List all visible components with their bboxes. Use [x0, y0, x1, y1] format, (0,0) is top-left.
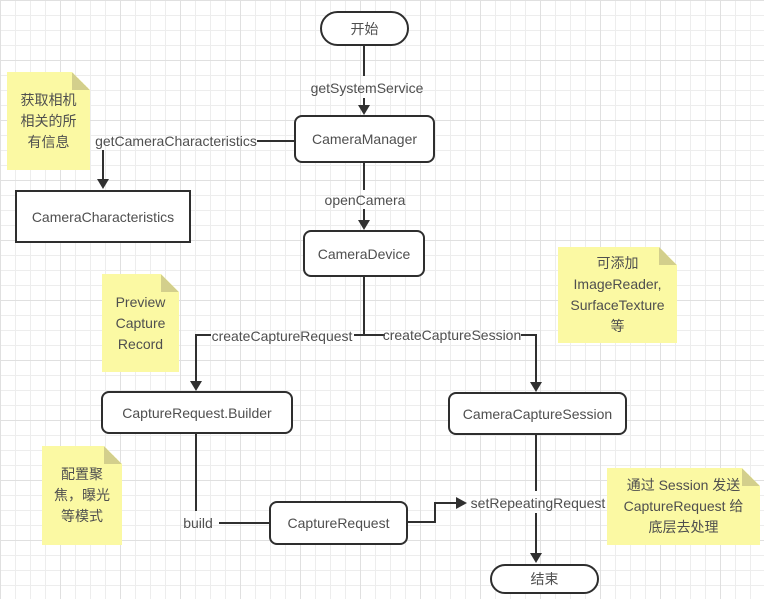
edge-label-create-capture-request: createCaptureRequest [211, 328, 353, 344]
connector-request-repeat-v [434, 502, 436, 523]
arrowhead-down-icon [97, 179, 109, 189]
edge-label-get-system-service: getSystemService [310, 80, 424, 96]
note-config-text: 配置聚 焦，曝光 等模式 [54, 466, 110, 524]
arrowhead-right-icon [456, 497, 467, 509]
note-fold-icon [659, 247, 677, 265]
connector-manager-characteristics-v [102, 150, 104, 180]
edge-label-set-repeating-request: setRepeatingRequest [470, 495, 606, 511]
connector-builder-build-v [195, 434, 197, 511]
edge-label-build: build [183, 515, 213, 531]
arrowhead-down-icon [358, 220, 370, 230]
node-capture-request[interactable]: CaptureRequest [269, 501, 408, 545]
node-camera-device[interactable]: CameraDevice [303, 230, 425, 277]
arrowhead-down-icon [530, 553, 542, 563]
note-camera-info-text: 获取相机 相关的所 有信息 [20, 91, 77, 150]
connector-branch-builder-v [195, 334, 197, 381]
note-fold-icon [104, 446, 122, 464]
edge-label-create-capture-session: createCaptureSession [382, 327, 522, 343]
note-surfaces[interactable]: 可添加 ImageReader, SurfaceTexture 等 [558, 247, 677, 343]
connector-request-repeat-h1 [408, 521, 436, 523]
connector-start-manager-top [363, 46, 365, 76]
connector-session-end-top [535, 435, 537, 491]
connector-device-branch-v [363, 277, 365, 336]
node-camera-characteristics[interactable]: CameraCharacteristics [15, 190, 191, 243]
note-session-send-text: 通过 Session 发送 CaptureRequest 给 底层去处理 [623, 477, 744, 535]
connector-request-repeat-h2 [436, 502, 456, 504]
connector-branch-left-stub [196, 334, 211, 336]
connector-manager-device-bottom [363, 209, 365, 221]
note-fold-icon [72, 72, 90, 90]
arrowhead-down-icon [358, 105, 370, 115]
connector-start-manager-bottom [363, 98, 365, 106]
connector-branch-right-stub [521, 334, 537, 336]
note-session-send[interactable]: 通过 Session 发送 CaptureRequest 给 底层去处理 [607, 468, 760, 545]
note-surfaces-text: 可添加 ImageReader, SurfaceTexture 等 [570, 255, 665, 334]
node-end[interactable]: 结束 [490, 564, 599, 594]
connector-branch-center [354, 334, 385, 336]
note-fold-icon [742, 468, 760, 486]
note-fold-icon [161, 274, 179, 292]
connector-branch-session-v [535, 334, 537, 382]
arrowhead-down-icon [530, 382, 542, 392]
node-camera-capture-session[interactable]: CameraCaptureSession [448, 392, 627, 435]
edge-label-get-camera-characteristics: getCameraCharacteristics [95, 133, 257, 149]
edge-label-open-camera: openCamera [324, 192, 406, 208]
connector-session-end-bottom [535, 513, 537, 553]
connector-manager-characteristics-h [257, 140, 294, 142]
node-capture-request-builder[interactable]: CaptureRequest.Builder [101, 391, 293, 434]
connector-build-request-h [219, 522, 269, 524]
connector-manager-device-top [363, 163, 365, 190]
note-preview-text: Preview Capture Record [115, 293, 166, 352]
node-camera-manager[interactable]: CameraManager [294, 115, 435, 163]
node-start[interactable]: 开始 [320, 11, 409, 46]
note-config[interactable]: 配置聚 焦，曝光 等模式 [42, 446, 122, 545]
arrowhead-down-icon [190, 381, 202, 391]
note-preview-capture-record[interactable]: Preview Capture Record [102, 274, 179, 372]
note-camera-info[interactable]: 获取相机 相关的所 有信息 [7, 72, 90, 170]
